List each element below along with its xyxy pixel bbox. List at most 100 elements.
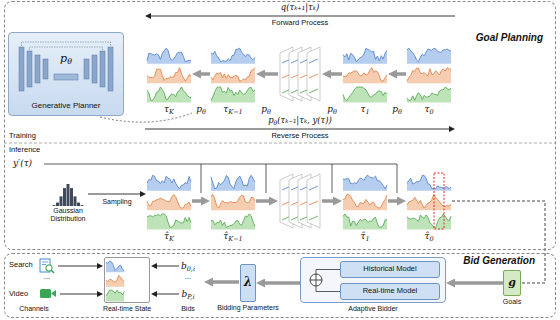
subscript: 0	[429, 235, 433, 243]
subscript: θ	[202, 108, 206, 116]
plot-label: τK−1	[223, 104, 242, 114]
series-area	[211, 87, 255, 103]
state-plot	[105, 258, 149, 302]
series-line	[407, 87, 451, 101]
caption: Adaptive Bidder	[348, 305, 397, 313]
encoder-layer	[27, 51, 32, 87]
goal-box: g	[503, 270, 521, 296]
text-part: τ̂	[424, 231, 429, 241]
series-line	[407, 68, 451, 82]
text-part: p	[327, 104, 333, 114]
plot-label: τ̂0	[424, 231, 433, 241]
histogram-bar	[67, 184, 70, 206]
series-line	[106, 275, 124, 282]
model-symbol: pθ	[60, 53, 72, 66]
series-line	[106, 261, 124, 271]
box-title: Generative Planner	[32, 101, 101, 110]
decoder-layer	[84, 59, 89, 79]
drawn-path	[42, 262, 48, 265]
video-icon	[40, 289, 56, 298]
text-part: τ	[360, 104, 365, 114]
sum-cross	[310, 274, 322, 286]
denoise-arrow	[329, 72, 342, 76]
bid-symbol: bP,i	[181, 289, 196, 299]
plot-area	[342, 45, 388, 103]
histogram-bar	[74, 196, 77, 206]
denoise-arrow	[322, 199, 335, 203]
caption: Real-time State	[103, 305, 151, 313]
edge-label: Sampling	[101, 198, 132, 206]
connector	[88, 194, 142, 195]
subscript: K	[169, 108, 174, 116]
connector	[192, 199, 203, 203]
subscript: θ	[333, 108, 337, 116]
skip-link	[22, 42, 111, 50]
series-area	[343, 214, 387, 230]
trajectory-plot: τ̂K−1	[210, 172, 256, 241]
series-line	[343, 68, 387, 82]
ellipsis: ...	[43, 273, 51, 282]
formula: pθ(τₖ₋₁|τₖ, y(τ))	[267, 116, 333, 126]
text-part: p	[60, 52, 67, 65]
series-area	[106, 290, 124, 301]
encoder-layer	[19, 47, 24, 91]
series-area	[211, 214, 255, 230]
histogram-bar	[63, 188, 66, 206]
series-area	[407, 87, 451, 103]
series-area	[106, 261, 124, 272]
trajectory-plot: τ̂0	[406, 172, 452, 241]
series-line	[343, 195, 387, 209]
series-line	[147, 68, 191, 82]
state-box	[104, 257, 150, 303]
histogram-bar	[60, 196, 63, 206]
plot-area	[406, 172, 452, 230]
parameter-box-group: λBidding Parameters	[216, 264, 280, 312]
parameter-arrow	[211, 280, 239, 284]
series-line	[343, 48, 387, 62]
stacked-plot	[307, 47, 320, 101]
group-caption: Channels	[18, 305, 50, 313]
trajectory-plot: τ1	[342, 45, 388, 114]
parameter-box: λ	[240, 264, 256, 302]
trajectory-plot: τ0	[406, 45, 452, 114]
subscript: 0,i	[187, 265, 195, 273]
model-symbol: pθ	[326, 104, 338, 114]
stacked-series	[309, 59, 318, 63]
channel-arrow	[58, 266, 99, 267]
series-line	[211, 68, 255, 82]
sum-circle	[310, 274, 322, 286]
series-line	[147, 48, 191, 62]
text-part: p	[392, 104, 398, 114]
trajectory-plot: τ̂1	[342, 172, 388, 241]
symbol-text: g	[508, 277, 516, 290]
panel: Bid GenerationReal-time StateλBidding Pa…	[4, 253, 556, 318]
series-area	[211, 48, 255, 64]
trajectory-plot: τK	[146, 45, 192, 114]
stacked-series	[309, 89, 318, 93]
caption: Bidding Parameters	[217, 304, 278, 312]
plot-label: τK	[164, 104, 174, 114]
trajectory-plot: τ̂K	[146, 172, 192, 241]
bid-symbol: b0,i	[180, 261, 196, 271]
subscript: θ	[67, 57, 72, 66]
histogram-bar	[70, 188, 73, 206]
condition-line	[44, 164, 397, 193]
text-part: τ̂	[360, 231, 365, 241]
series-area	[211, 195, 255, 211]
channel-name: Search	[8, 261, 34, 270]
bidder-box-group: Adaptive BidderHistorical ModelReal-time…	[300, 257, 446, 313]
series-area	[147, 48, 191, 64]
channel-arrow	[60, 294, 99, 295]
stacked-series	[309, 201, 318, 205]
gaussian-icon: Gaussian Distribution	[38, 182, 98, 222]
connector	[395, 72, 406, 76]
subscript: K−1	[228, 108, 242, 116]
stacked-series	[309, 74, 318, 78]
decoder-layer	[92, 55, 97, 83]
series-line	[147, 87, 191, 101]
stacked-plot	[307, 174, 320, 228]
text-part: τ̂	[223, 231, 228, 241]
series-area	[147, 195, 191, 211]
model-name: Historical Model	[363, 265, 416, 274]
